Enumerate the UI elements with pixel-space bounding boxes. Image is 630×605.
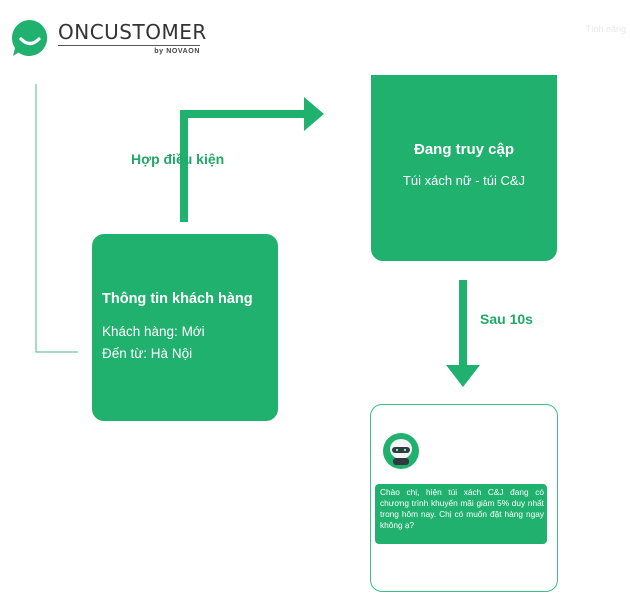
robot-avatar-icon	[383, 433, 419, 469]
condition-label: Hợp điều kiện	[131, 151, 225, 167]
customer-info-title: Thông tin khách hàng	[102, 291, 253, 307]
condition-arrow-line	[180, 110, 306, 222]
delay-label: Sau 10s	[480, 311, 533, 327]
customer-type-text: Khách hàng: Mới	[102, 324, 205, 339]
visiting-product-text: Túi xách nữ - túi C&J	[402, 173, 526, 188]
brand-text: ONCUSTOMER by NOVAON	[58, 22, 207, 55]
customer-origin-text: Đến từ: Hà Nội	[102, 346, 193, 361]
faint-header-text: Tính năng	[585, 24, 626, 34]
brand-name: ONCUSTOMER	[58, 19, 207, 44]
chat-message-bubble: Chào chị, hiện túi xách C&J đang có chươ…	[375, 484, 547, 544]
brand-divider	[58, 44, 200, 46]
condition-arrowhead	[304, 97, 324, 131]
customer-info-node: Thông tin khách hàng Khách hàng: Mới Đến…	[92, 234, 278, 421]
visiting-title: Đang truy cập	[413, 141, 515, 158]
left-bracket-line	[35, 84, 78, 353]
visiting-node: Đang truy cập Túi xách nữ - túi C&J	[371, 75, 557, 261]
chat-smile-icon	[11, 19, 48, 56]
brand-logo: ONCUSTOMER by NOVAON	[10, 18, 207, 58]
brand-subtitle: by NOVAON	[154, 47, 200, 55]
delay-arrowhead	[446, 365, 480, 387]
